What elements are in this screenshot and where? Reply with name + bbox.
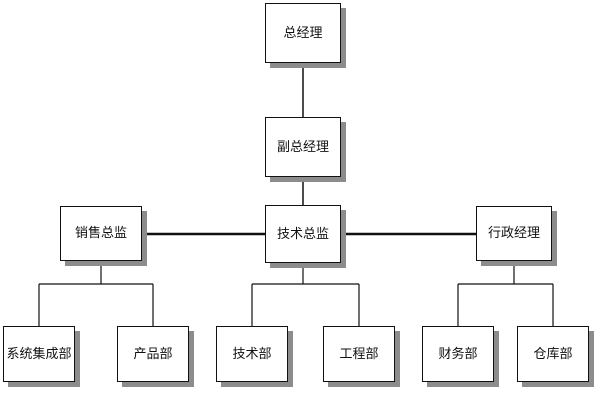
deputy-general-manager-box: 副总经理 bbox=[265, 117, 341, 177]
technical-department-box: 技术部 bbox=[216, 326, 288, 382]
product-department-box: 产品部 bbox=[117, 326, 189, 382]
system-integration-box: 系统集成部 bbox=[3, 326, 75, 382]
deputy-general-manager-label: 副总经理 bbox=[276, 139, 329, 155]
sales-director-box: 销售总监 bbox=[60, 206, 142, 261]
admin-manager-box: 行政经理 bbox=[476, 206, 552, 261]
technical-director-box: 技术总监 bbox=[265, 205, 341, 263]
product-department-label: 产品部 bbox=[133, 346, 173, 362]
technical-department-label: 技术部 bbox=[232, 346, 272, 362]
engineering-department-label: 工程部 bbox=[339, 346, 379, 362]
system-integration-label: 系统集成部 bbox=[6, 346, 72, 362]
technical-director-label: 技术总监 bbox=[276, 226, 329, 242]
admin-manager-label: 行政经理 bbox=[487, 226, 540, 241]
engineering-department-box: 工程部 bbox=[323, 326, 395, 382]
finance-department-label: 财务部 bbox=[438, 346, 478, 362]
warehouse-department-label: 仓库部 bbox=[533, 346, 573, 362]
general-manager-label: 总经理 bbox=[283, 25, 323, 41]
warehouse-department-box: 仓库部 bbox=[517, 326, 589, 382]
general-manager-box: 总经理 bbox=[265, 3, 341, 63]
finance-department-box: 财务部 bbox=[422, 326, 494, 382]
sales-director-label: 销售总监 bbox=[74, 226, 127, 241]
